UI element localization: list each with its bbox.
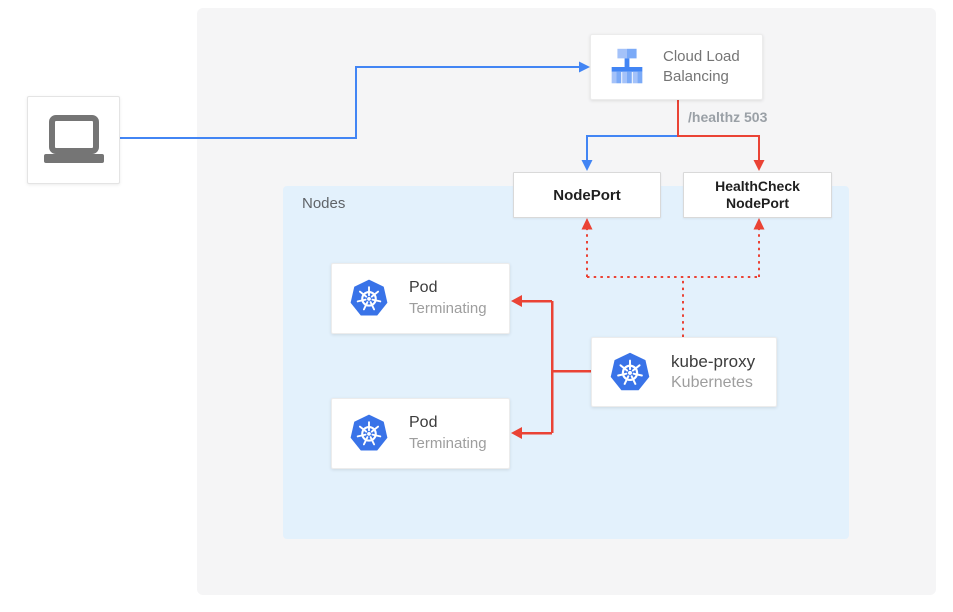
kubernetes-icon <box>349 413 389 454</box>
kube-proxy-box: kube-proxy Kubernetes <box>591 337 777 407</box>
nodes-label: Nodes <box>302 195 346 212</box>
pod-status: Terminating <box>409 435 487 453</box>
client-laptop-box <box>27 96 120 184</box>
pod-terminating-box-1: Pod Terminating <box>331 263 510 334</box>
cloud-load-balancing-label: Cloud Load Balancing <box>663 47 740 85</box>
healthcheck-nodeport-box: HealthCheck NodePort <box>683 172 832 218</box>
kube-proxy-title: kube-proxy <box>671 351 756 371</box>
kube-proxy-subtitle: Kubernetes <box>671 373 753 391</box>
healthz-503-label: /healthz 503 <box>688 109 768 125</box>
cloud-load-balancing-box: Cloud Load Balancing <box>590 34 763 100</box>
kubernetes-icon <box>609 351 651 394</box>
pod-status: Terminating <box>409 300 487 318</box>
healthcheck-nodeport-label-line1: HealthCheck <box>715 178 800 195</box>
nodeport-box: NodePort <box>513 172 661 218</box>
kubernetes-icon <box>349 278 389 319</box>
pod-terminating-box-2: Pod Terminating <box>331 398 510 469</box>
cloud-load-balancing-icon <box>604 44 650 90</box>
healthcheck-nodeport-label-line2: NodePort <box>726 195 789 211</box>
pod-title: Pod <box>409 279 438 297</box>
laptop-icon <box>42 114 106 166</box>
pod-title: Pod <box>409 414 438 432</box>
nodeport-label: NodePort <box>553 186 621 204</box>
